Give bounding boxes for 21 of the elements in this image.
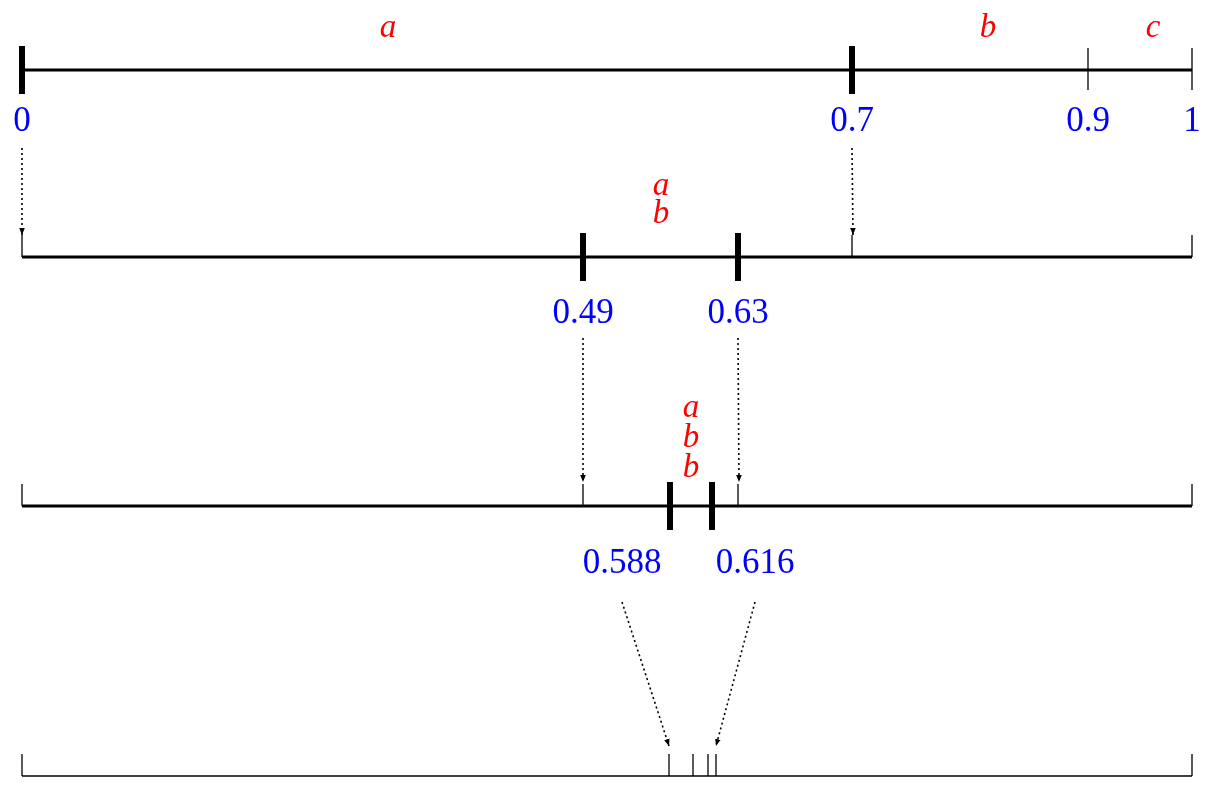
symbol-label: b xyxy=(652,196,670,229)
dotted-arrow xyxy=(736,337,742,483)
symbol-label: b xyxy=(682,420,700,453)
symbol-label: b xyxy=(682,450,700,483)
symbol-label: b xyxy=(979,10,997,43)
value-label: 0.49 xyxy=(552,294,614,329)
value-label: 1 xyxy=(1183,102,1201,137)
dotted-arrow xyxy=(580,337,586,483)
dotted-arrow xyxy=(850,147,856,236)
value-label: 0.588 xyxy=(582,544,662,579)
value-label: 0.7 xyxy=(830,102,874,137)
dotted-arrow xyxy=(715,601,756,747)
symbol-label: a xyxy=(682,390,700,423)
value-label: 0.63 xyxy=(707,294,769,329)
dotted-arrow xyxy=(621,601,670,747)
symbol-label: a xyxy=(379,10,397,43)
value-label: 0.616 xyxy=(715,544,795,579)
value-label: 0.9 xyxy=(1066,102,1110,137)
dotted-arrow xyxy=(19,147,25,236)
value-label: 0 xyxy=(13,102,31,137)
symbol-label: c xyxy=(1145,10,1161,43)
